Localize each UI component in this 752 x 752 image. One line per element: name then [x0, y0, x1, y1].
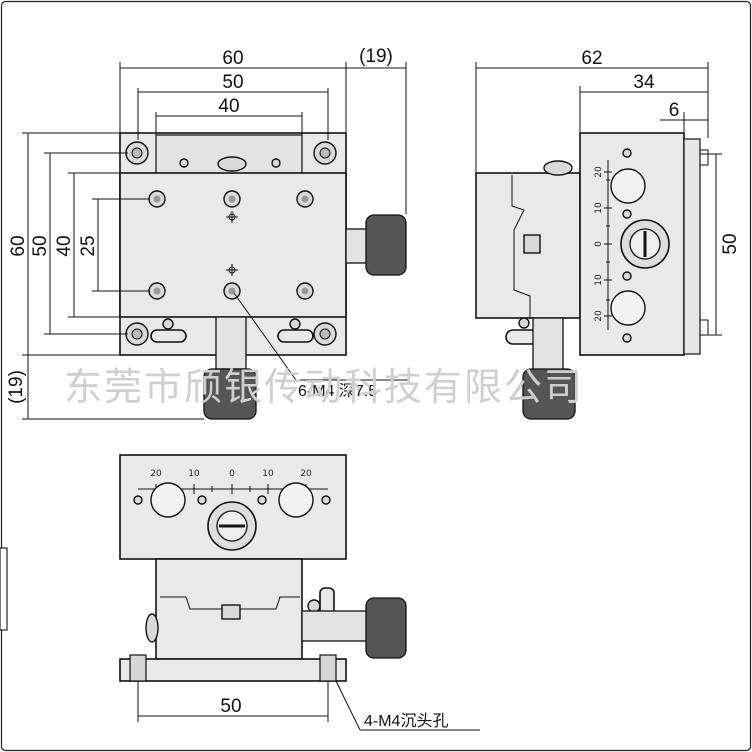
front-view-thumb-pad [278, 482, 314, 518]
micrometer-sleeve [301, 610, 369, 642]
side-view-thumb-pad [610, 168, 646, 204]
front-view-thumb-pad [150, 482, 186, 518]
tapped-hole [223, 190, 241, 208]
counterbore-note: 4-M4沉头孔 [364, 712, 448, 730]
scale-label: 20 [150, 469, 162, 479]
dim-label: 25 [78, 235, 99, 256]
rail-knob [217, 156, 247, 172]
watermark: 东莞市颀银传动科技有限公司 [64, 365, 584, 409]
scale-label: 10 [188, 469, 200, 479]
tapped-hole [148, 282, 166, 300]
micrometer-sleeve [345, 228, 369, 264]
dim-label: (19) [6, 370, 27, 404]
scale-label: 0 [229, 469, 235, 479]
scale-label: 0 [594, 241, 604, 247]
side-view-edge [683, 138, 701, 355]
rail-screw [271, 158, 281, 168]
corner-hole [125, 322, 149, 346]
scale-label: 10 [594, 202, 604, 214]
top-view [119, 132, 410, 420]
dim-label: 40 [54, 235, 75, 256]
tapped-hole [148, 190, 166, 208]
counterbore [129, 654, 147, 682]
scale-label: 20 [300, 469, 312, 479]
dim-label: 40 [218, 96, 239, 117]
scale-label: 10 [262, 469, 274, 479]
dim-label: 50 [30, 235, 51, 256]
corner-hole [313, 141, 337, 165]
scale-label: 20 [594, 310, 604, 322]
leader-line [233, 292, 297, 381]
top-view-dimensions: 60 (19) 50 40 60 50 40 25 (19) [6, 46, 407, 420]
micrometer-knob [365, 597, 407, 659]
tapped-hole [223, 282, 241, 300]
counterbore [319, 654, 337, 682]
dim-label: 60 [8, 235, 29, 256]
side-view-thumb-pad [610, 290, 646, 326]
dim-label: 50 [720, 233, 741, 254]
side-knob [145, 613, 159, 643]
scale-label: 10 [594, 274, 604, 286]
micrometer-sleeve [215, 316, 247, 370]
micrometer-knob [203, 368, 257, 420]
side-view-dimensions: 62 34 6 50 [475, 48, 741, 336]
dim-label: 34 [633, 72, 655, 93]
lock-lever [150, 329, 187, 343]
front-view: 20 10 0 10 20 [119, 454, 480, 731]
corner-hole [313, 322, 337, 346]
tapped-hole [296, 282, 314, 300]
rail-knob [543, 160, 573, 176]
front-view-dimensions: 50 [137, 681, 329, 722]
dim-label: (19) [359, 46, 393, 67]
dim-label: 62 [581, 48, 602, 69]
side-view-clamp [523, 234, 541, 254]
dim-label: 60 [222, 48, 243, 69]
dim-label: 6 [669, 100, 680, 121]
rail-screw [179, 158, 189, 168]
corner-hole [125, 141, 149, 165]
edge-tab [0, 547, 8, 631]
micrometer-knob [365, 214, 407, 276]
tapped-hole [296, 190, 314, 208]
tapped-hole-note: 6-M4 深7.5 [298, 382, 377, 400]
front-view-base-flange [119, 658, 347, 682]
dim-label: 50 [222, 72, 243, 93]
micrometer-knob [522, 368, 576, 420]
vertical-scale-ticks [604, 171, 612, 317]
leader-line [335, 680, 361, 731]
micrometer-sleeve [532, 317, 564, 371]
lock-lever [277, 329, 314, 343]
side-view: 20 10 0 10 20 [475, 132, 709, 420]
dim-label: 50 [220, 696, 241, 717]
scale-label: 20 [594, 166, 604, 178]
front-view-clamp [221, 604, 241, 620]
